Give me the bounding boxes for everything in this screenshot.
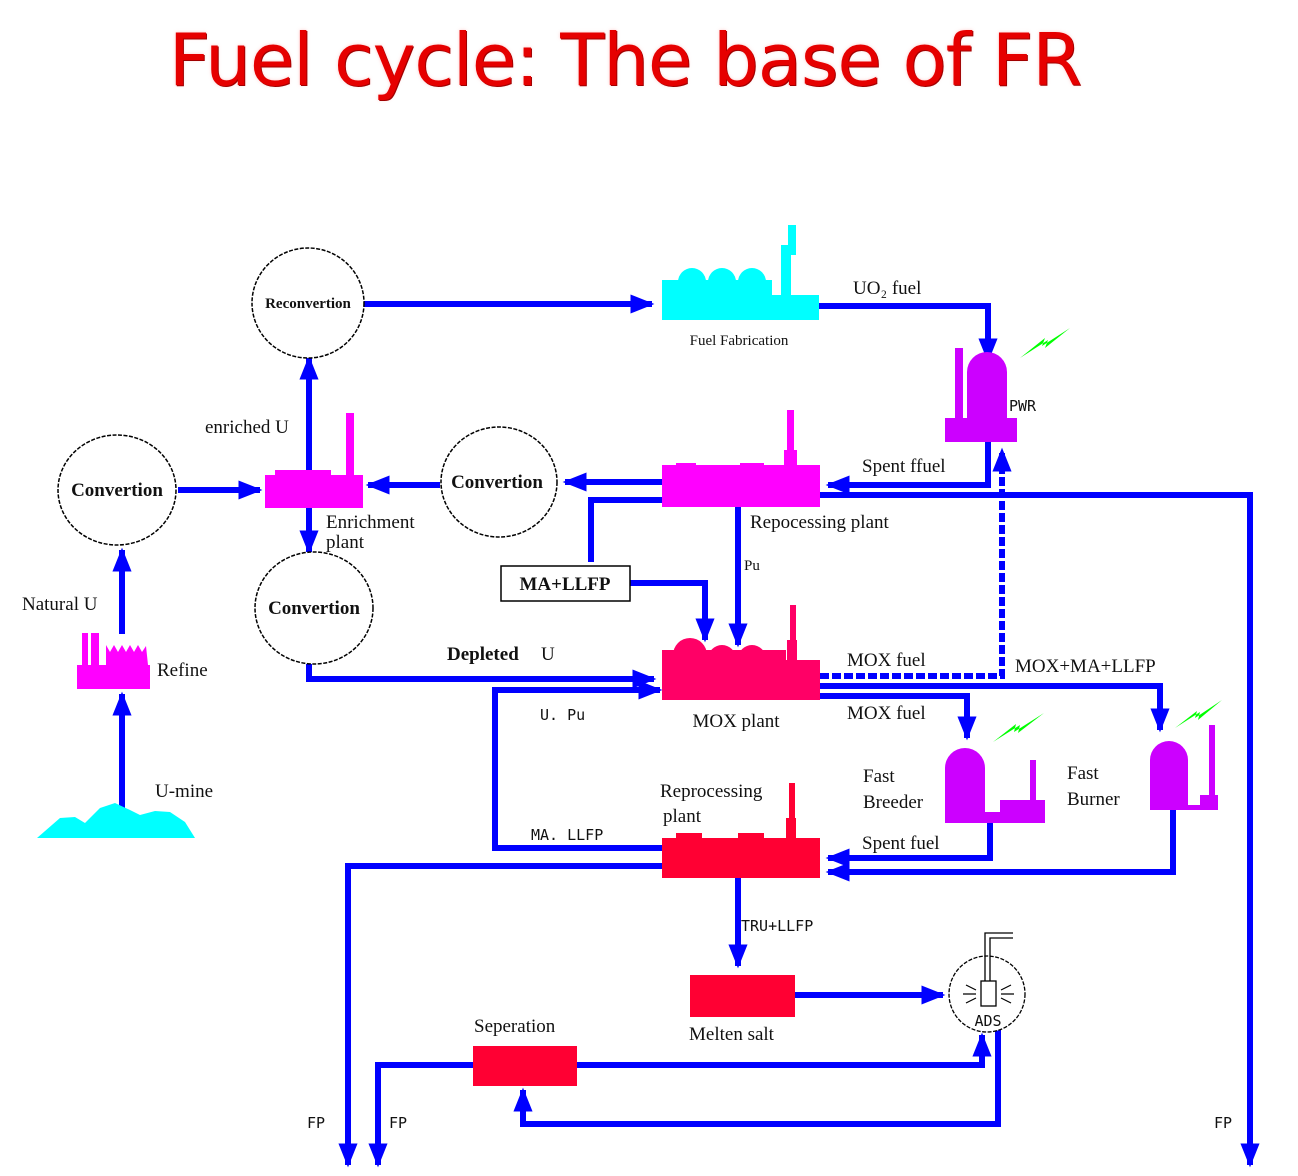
ma-llfp-flow-label: MA. LLFP — [531, 826, 603, 844]
convertion-mid-node: Convertion — [440, 426, 558, 538]
flow-mox-fuel-to-pwr — [820, 447, 1012, 679]
seperation-label: Seperation — [474, 1016, 556, 1037]
mox-fuel-bottom-label: MOX fuel — [847, 703, 926, 724]
convertion-left-label: Convertion — [71, 480, 163, 501]
natural-u-label: Natural U — [22, 594, 98, 615]
flow-spent-ffuel — [825, 442, 991, 495]
reprocessing-plant-2-label-1: Reprocessing — [660, 781, 763, 802]
flow-spent-fuel-burner — [825, 810, 1176, 882]
enrichment-plant-icon — [265, 413, 363, 508]
mox-ma-llfp-label: MOX+MA+LLFP — [1015, 656, 1156, 677]
fast-burner-label-2: Burner — [1067, 789, 1120, 810]
flow-fp-left — [338, 863, 662, 1168]
flow-mox-ma-llfp — [820, 683, 1170, 733]
lightning-icon — [993, 713, 1044, 742]
flow-repocessing-to-ma-llfp — [588, 497, 662, 562]
flow-separation-fp — [368, 1062, 473, 1168]
pu-label: Pu — [744, 558, 760, 574]
flow-mox-fuel-to-breeder — [820, 693, 977, 741]
depleted-u-tail-label: U — [541, 644, 555, 665]
fp-label-1: FP — [307, 1114, 325, 1132]
melten-salt-icon — [690, 975, 795, 1017]
lightning-icon — [1175, 700, 1222, 728]
melten-salt-label: Melten salt — [689, 1024, 775, 1045]
reconvertion-label: Reconvertion — [265, 296, 351, 312]
u-mine-icon — [37, 803, 195, 838]
fuel-fabrication-icon — [662, 225, 819, 320]
flow-lines — [112, 294, 1260, 1168]
fast-breeder-label-1: Fast — [863, 766, 895, 787]
seperation-icon — [473, 1046, 577, 1086]
flow-ma-llfp-to-mox — [630, 580, 715, 643]
repocessing-plant-icon — [662, 410, 820, 507]
tru-llfp-label: TRU+LLFP — [741, 917, 813, 935]
reprocessing-plant-2-icon — [662, 783, 820, 878]
u-mine-label: U-mine — [155, 781, 213, 802]
mox-fuel-top-label: MOX fuel — [847, 650, 926, 671]
flow-ads-to-separation — [513, 1025, 1001, 1127]
spent-fuel-label: Spent fuel — [862, 833, 940, 854]
fast-breeder-icon — [945, 748, 1045, 823]
fast-burner-label-1: Fast — [1067, 763, 1099, 784]
u-pu-label: U. Pu — [540, 706, 585, 724]
convertion-left-node: Convertion — [57, 434, 177, 546]
ads-icon: ADS — [948, 932, 1026, 1033]
refine-label: Refine — [157, 660, 208, 681]
flow-uo2-fuel — [818, 303, 998, 363]
uo2-fuel-label: UO₂ fuel — [853, 278, 921, 299]
flow-fp-right — [820, 492, 1260, 1168]
fp-label-3: FP — [1214, 1114, 1232, 1132]
reprocessing-plant-2-label-2: plant — [663, 806, 702, 827]
pwr-reactor-icon — [945, 348, 1017, 442]
fp-label-2: FP — [389, 1114, 407, 1132]
spent-ffuel-label: Spent ffuel — [862, 456, 946, 477]
ma-llfp-box: MA+LLFP — [500, 565, 631, 602]
enrichment-plant-label-1: Enrichment — [326, 512, 415, 533]
refine-plant-icon — [77, 633, 150, 689]
ma-llfp-box-label: MA+LLFP — [519, 574, 610, 595]
mox-plant-icon — [662, 605, 820, 700]
ads-label: ADS — [974, 1012, 1001, 1030]
flow-ma-llfp-return — [492, 680, 663, 851]
pwr-label: PWR — [1009, 397, 1037, 415]
flow-separation-to-ads — [577, 1032, 992, 1068]
slide-title: Fuel cycle: The base of FR — [168, 18, 1083, 102]
convertion-low-label: Convertion — [268, 598, 360, 619]
reconvertion-node: Reconvertion — [251, 247, 365, 359]
enriched-u-label: enriched U — [205, 417, 289, 438]
fuel-fabrication-label: Fuel Fabrication — [690, 333, 789, 349]
mox-plant-label: MOX plant — [692, 711, 780, 732]
repocessing-plant-label: Repocessing plant — [750, 512, 890, 533]
fast-burner-icon — [1150, 725, 1218, 810]
convertion-mid-label: Convertion — [451, 472, 543, 493]
depleted-u-bold-label: Depleted — [447, 644, 519, 665]
convertion-low-node: Convertion — [254, 551, 374, 665]
fast-breeder-label-2: Breeder — [863, 792, 924, 813]
lightning-icon — [1020, 328, 1070, 358]
flow-spent-fuel-breeder — [825, 823, 993, 868]
flow-depleted-u — [306, 664, 657, 689]
enrichment-plant-label-2: plant — [326, 532, 365, 553]
